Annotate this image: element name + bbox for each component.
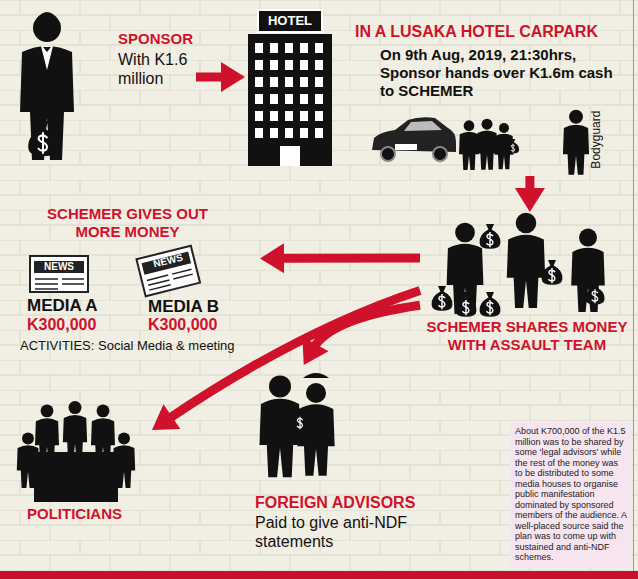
politicians-figure	[17, 401, 135, 502]
sponsor-node: SPONSOR With K1.6 million	[118, 30, 196, 100]
sign-text: HOTEL	[260, 14, 320, 28]
arrow-connector	[260, 243, 420, 273]
arrow-connector	[515, 176, 545, 212]
media-node: MEDIA AK300,000	[25, 250, 125, 338]
newspaper-title: NEWS	[143, 249, 192, 271]
node-text: ACTIVITIES: Social Media & meeting	[20, 338, 260, 354]
media-group: SCHEMER GIVES OUT MORE MONEY ACTIVITIES: …	[15, 205, 260, 358]
node-text: On 9th Aug, 2019, 21:30hrs, Sponsor hand…	[380, 46, 626, 100]
newspaper-icon	[136, 246, 200, 296]
car	[372, 117, 456, 161]
newspaper-title: NEWS	[35, 261, 83, 272]
node-title: SPONSOR	[118, 30, 196, 48]
node-title: POLITICIANS	[27, 505, 152, 523]
politicians-node: POLITICIANS	[12, 395, 152, 535]
node-text: Paid to give anti-NDF statements	[255, 513, 463, 551]
arrow-connector	[302, 305, 420, 365]
node-title: SCHEMER GIVES OUT MORE MONEY	[45, 205, 210, 241]
node-title: SCHEMER SHARES MONEY WITH ASSAULT TEAM	[422, 318, 632, 354]
node-title: MEDIA A	[27, 296, 123, 316]
node-title: MEDIA B	[148, 297, 252, 317]
node-text: K300,000	[27, 315, 123, 334]
figure-label: Bodyguard	[590, 105, 603, 175]
sponsor-figure	[20, 14, 74, 160]
newspaper-icon	[30, 256, 88, 292]
node-title: About K700,000 of the K1.5 million was t…	[515, 426, 627, 563]
arrow-connector	[196, 62, 245, 92]
advisors-node: FOREIGN ADVISORSPaid to give anti-NDF st…	[250, 365, 465, 560]
note-box: About K700,000 of the K1.5 million was t…	[510, 422, 632, 567]
node-title: IN A LUSAKA HOTEL CARPARK	[355, 22, 627, 41]
schemer-node: SCHEMER SHARES MONEY WITH ASSAULT TEAM	[420, 212, 633, 360]
hotel-node: IN A LUSAKA HOTEL CARPARK On 9th Aug, 201…	[245, 8, 630, 176]
hotel-building	[248, 10, 332, 166]
node-text: With K1.6 million	[118, 50, 196, 88]
node-text: K300,000	[148, 315, 252, 334]
node-title: FOREIGN ADVISORS	[255, 493, 463, 512]
